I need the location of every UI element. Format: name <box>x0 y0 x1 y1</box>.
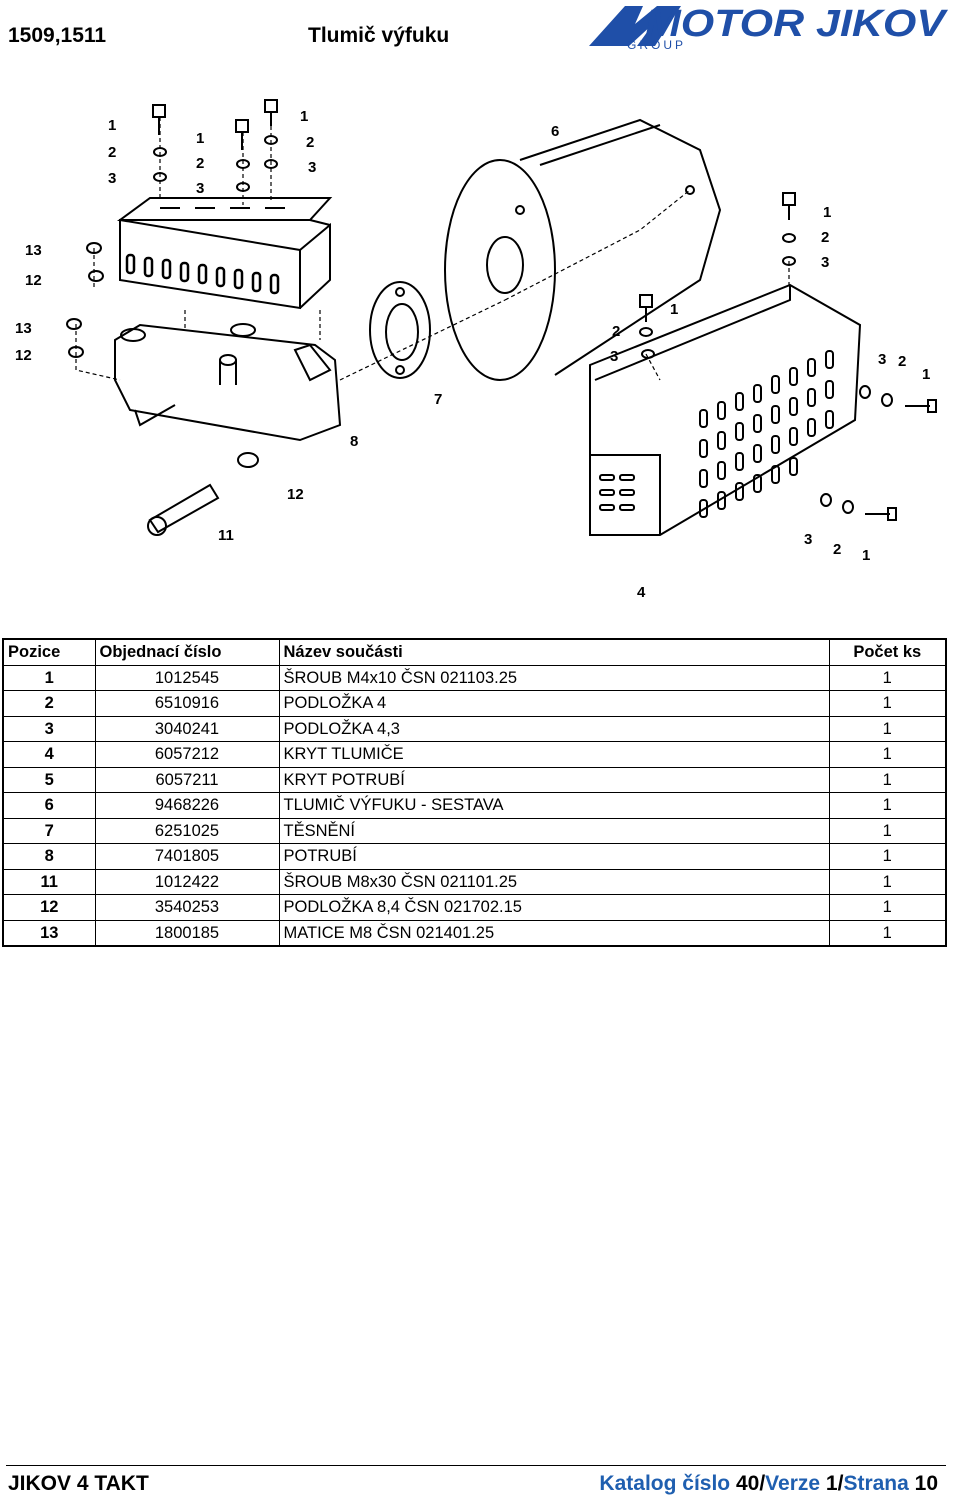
callout-2: 2 <box>196 155 204 172</box>
page-number: 10 <box>914 1472 938 1495</box>
page-label: Strana <box>843 1472 909 1495</box>
catalog-label: Katalog číslo <box>599 1472 731 1495</box>
callout-3: 3 <box>878 351 886 368</box>
callout-12: 12 <box>25 272 42 289</box>
callout-11: 11 <box>218 527 234 544</box>
version-label: Verze <box>765 1472 821 1495</box>
callout-8: 8 <box>350 433 358 450</box>
callout-1: 1 <box>922 366 930 383</box>
header-pos: Pozice <box>2 638 96 666</box>
callout-1: 1 <box>196 130 204 147</box>
footer-product: JIKOV 4 TAKT <box>8 1472 149 1495</box>
page-title: Tlumič výfuku <box>308 24 450 47</box>
callout-3: 3 <box>821 254 829 271</box>
callout-1: 1 <box>108 117 116 134</box>
callout-12: 12 <box>15 347 32 364</box>
parts-table: Pozice Objednací číslo Název součásti Po… <box>2 638 947 947</box>
callout-12: 12 <box>287 486 304 503</box>
footer-catalog-info: Katalog číslo 40/Verze 1/Strana 10 <box>599 1472 938 1495</box>
svg-text:GROUP: GROUP <box>627 38 686 50</box>
callout-3: 3 <box>308 159 316 176</box>
header-order: Objednací číslo <box>94 638 280 666</box>
motor-jikov-logo: MOTOR JIKOV GROUP <box>589 3 948 50</box>
model-number: 1509,1511 <box>8 24 107 47</box>
callout-2: 2 <box>821 229 829 246</box>
svg-text:MOTOR JIKOV: MOTOR JIKOV <box>645 3 948 45</box>
callout-6: 6 <box>551 123 559 140</box>
callout-3: 3 <box>108 170 116 187</box>
callout-4: 4 <box>637 584 646 601</box>
table-header-row: Pozice Objednací číslo Název součásti Po… <box>2 638 947 666</box>
exploded-parts-diagram: 1 2 3 1 2 3 1 2 3 6 13 12 13 12 1 2 3 1 … <box>15 99 937 601</box>
callout-1: 1 <box>823 204 831 221</box>
callout-13: 13 <box>15 320 32 337</box>
callout-3: 3 <box>804 531 812 548</box>
header-name: Název součásti <box>278 638 830 666</box>
callout-3: 3 <box>196 180 204 197</box>
callout-2: 2 <box>898 353 906 370</box>
footer-divider <box>6 1465 946 1466</box>
callout-3: 3 <box>610 348 618 365</box>
version-number: 1 <box>825 1472 838 1495</box>
callout-1: 1 <box>862 547 870 564</box>
callout-13: 13 <box>25 242 42 259</box>
callout-2: 2 <box>306 134 314 151</box>
callout-2: 2 <box>108 144 116 161</box>
catalog-number: 40 <box>735 1472 760 1495</box>
callout-2: 2 <box>833 541 841 558</box>
callout-1: 1 <box>300 108 308 125</box>
header-count: Počet ks <box>828 638 947 666</box>
callout-7: 7 <box>434 391 442 408</box>
callout-1: 1 <box>670 301 678 318</box>
callout-2: 2 <box>612 323 620 340</box>
